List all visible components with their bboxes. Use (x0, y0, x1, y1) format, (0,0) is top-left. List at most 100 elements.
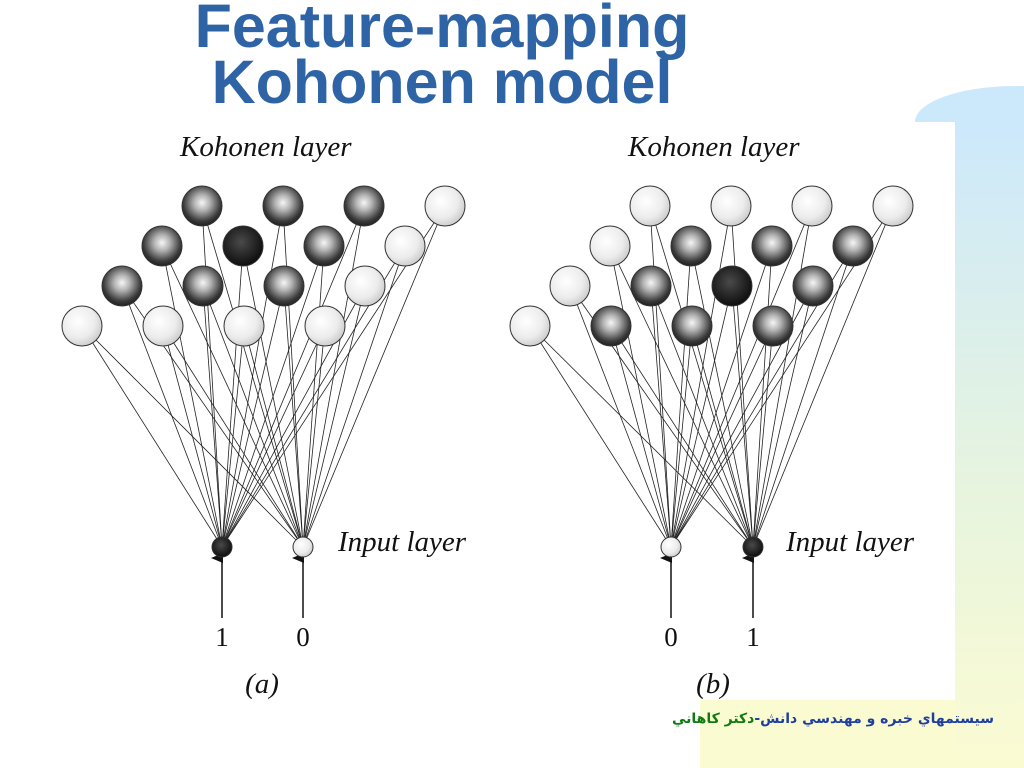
connection-line (670, 245, 692, 548)
kohonen-node-black (711, 265, 753, 307)
connection-line (302, 325, 326, 548)
input-value-1: 0 (664, 622, 678, 652)
kohonen-node-black (222, 225, 264, 267)
connection-line (752, 205, 813, 548)
kohonen-node-dark (792, 265, 834, 307)
input-value-2: 1 (746, 622, 760, 652)
panel-caption: (a) (245, 668, 279, 700)
connection-line (221, 205, 284, 548)
connection-line (221, 245, 325, 548)
kohonen-node-light (509, 305, 551, 347)
panel-a: Kohonen layer Input layer 1 0 (a) (61, 131, 467, 700)
connection-line (302, 205, 446, 548)
kohonen-node-dark (752, 305, 794, 347)
kohonen-node-dark (630, 265, 672, 307)
input-node-active (742, 536, 764, 558)
kohonen-node-dark (670, 225, 712, 267)
connection-line (730, 205, 754, 548)
connection-line (649, 205, 672, 548)
kohonen-node-dark (262, 185, 304, 227)
connection-line (201, 205, 223, 548)
input-value-2: 0 (296, 622, 310, 652)
kohonen-node-light (589, 225, 631, 267)
kohonen-node-dark (343, 185, 385, 227)
input-layer (211, 536, 314, 618)
connection-line (529, 325, 672, 548)
kohonen-node-light (304, 305, 346, 347)
input-node-inactive (660, 536, 682, 558)
connection-line (221, 285, 285, 548)
connection-line (691, 325, 754, 548)
connection-line (670, 285, 733, 548)
input-value-1: 1 (215, 622, 229, 652)
footer-text-part1: سيستمهاي خبره و مهندسي دانش- (754, 711, 994, 727)
connection-line (650, 285, 754, 548)
connection-line (731, 285, 754, 548)
title-line-1: Feature-mapping (194, 0, 690, 60)
connection-line (221, 245, 244, 548)
connection-line (670, 325, 693, 548)
connection-line (81, 325, 223, 548)
connection-line (670, 245, 773, 548)
kohonen-node-dark (141, 225, 183, 267)
kohonen-layer-label: Kohonen layer (627, 131, 800, 163)
kohonen-node-light (710, 185, 752, 227)
connection-line (650, 285, 672, 548)
connection-line (610, 325, 754, 548)
kohonen-node-dark (303, 225, 345, 267)
kohonen-node-dark (101, 265, 143, 307)
input-layer (660, 536, 764, 618)
kohonen-layer-nodes (509, 185, 914, 347)
connection-line (221, 325, 326, 548)
connection-line (569, 285, 672, 548)
connection-line (161, 245, 223, 548)
kohonen-layer-nodes (61, 185, 466, 347)
kohonen-node-light (223, 305, 265, 347)
kohonen-node-dark (263, 265, 305, 307)
footer-background (700, 700, 955, 768)
connection-line (670, 205, 732, 548)
kohonen-node-dark (832, 225, 874, 267)
connection-line (752, 245, 773, 548)
connection-lines (81, 205, 446, 548)
connection-line (670, 205, 813, 548)
connection-line (302, 285, 366, 548)
kohonen-node-dark (751, 225, 793, 267)
connection-line (529, 325, 754, 548)
connection-line (202, 285, 223, 548)
kohonen-node-light (344, 265, 386, 307)
connection-line (610, 325, 672, 548)
connection-line (752, 245, 854, 548)
kohonen-node-dark (181, 185, 223, 227)
kohonen-node-light (384, 225, 426, 267)
footer-text-part2: دکتر کاهاني (671, 711, 755, 727)
connection-line (649, 205, 754, 548)
connection-line (690, 245, 754, 548)
input-layer-label: Input layer (785, 526, 915, 558)
decorative-gradient-band (955, 120, 1024, 768)
connection-lines (529, 205, 894, 548)
input-layer-label: Input layer (337, 526, 467, 558)
title-line-2: Kohonen model (211, 48, 673, 116)
input-node-inactive (292, 536, 314, 558)
connection-line (221, 325, 245, 548)
kohonen-node-light (791, 185, 833, 227)
connection-line (670, 325, 774, 548)
connection-line (302, 245, 406, 548)
kohonen-node-dark (590, 305, 632, 347)
kohonen-layer-label: Kohonen layer (179, 131, 352, 163)
slide-title: Feature-mapping Kohonen model (0, 0, 884, 116)
kohonen-node-light (629, 185, 671, 227)
kohonen-node-dark (182, 265, 224, 307)
kohonen-node-light (142, 305, 184, 347)
kohonen-node-light (61, 305, 103, 347)
kohonen-node-light (424, 185, 466, 227)
kohonen-node-light (549, 265, 591, 307)
footer-text: سيستمهاي خبره و مهندسي دانش-دکتر کاهاني (600, 711, 994, 727)
panel-caption: (b) (696, 668, 730, 700)
connection-line (752, 285, 814, 548)
connection-line (162, 325, 223, 548)
input-node-active (211, 536, 233, 558)
connection-line (752, 205, 894, 548)
